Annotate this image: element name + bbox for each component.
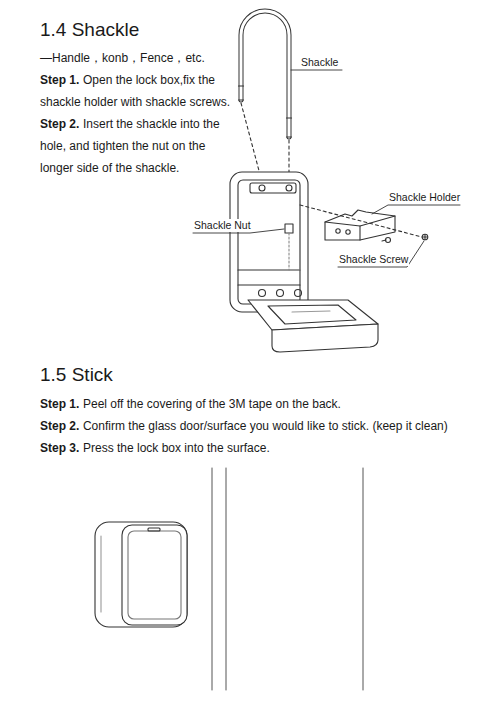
label-text: Peel off the covering of the 3M tape on … bbox=[83, 397, 341, 411]
label-text: —Handle，konb，Fence，etc. bbox=[40, 51, 205, 65]
label-text: Press the lock box into the surface. bbox=[83, 441, 270, 455]
text-line: Shackle Nut bbox=[194, 219, 251, 232]
text-line: —Handle，konb，Fence，etc. bbox=[40, 47, 236, 69]
shackle-holder-drawing bbox=[300, 205, 428, 243]
text-line: Shackle bbox=[301, 56, 338, 69]
text-line: 1.4 Shackle bbox=[40, 18, 240, 42]
step-number: Step 3. bbox=[40, 441, 79, 455]
label-text: 1.5 Stick bbox=[40, 364, 113, 385]
section-heading: 1.5 Stick bbox=[40, 363, 240, 387]
text-line: Shackle Holder bbox=[389, 191, 460, 204]
glass-door bbox=[212, 468, 363, 690]
step-number: Step 1. bbox=[40, 397, 79, 411]
text-line: Step 2. Confirm the glass door/surface yo… bbox=[40, 415, 485, 437]
label-text: Shackle Holder bbox=[389, 191, 460, 203]
instruction-text: Step 1. Peel off the covering of the 3M t… bbox=[40, 393, 485, 459]
part-label: Shackle Holder bbox=[388, 191, 461, 204]
step-number: Step 2. bbox=[40, 419, 79, 433]
text-line: Step 1.Open the lock box,fix the shackle… bbox=[40, 69, 236, 113]
label-text: Shackle Screw bbox=[339, 253, 408, 265]
text-line: Step 3. Press the lock box into the surfa… bbox=[40, 437, 485, 459]
part-label: Shackle Screw bbox=[338, 253, 409, 266]
part-label: Shackle Nut bbox=[193, 219, 252, 232]
instruction-text: —Handle，konb，Fence，etc. Step 1.Open the l… bbox=[40, 47, 236, 179]
text-line: Step 1. Peel off the covering of the 3M t… bbox=[40, 393, 485, 415]
part-label: Shackle bbox=[300, 56, 339, 69]
text-line: 1.5 Stick bbox=[40, 363, 240, 387]
text-line: Shackle Screw bbox=[339, 253, 408, 266]
step-number: Step 2. bbox=[40, 117, 79, 131]
text-line: Step 2.Insert the shackle into the hole,… bbox=[40, 113, 236, 179]
label-text: Confirm the glass door/surface you would… bbox=[83, 419, 448, 433]
label-text: 1.4 Shackle bbox=[40, 19, 139, 40]
step-number: Step 1. bbox=[40, 73, 79, 87]
leader-lines bbox=[193, 70, 460, 267]
label-text: Shackle bbox=[301, 56, 338, 68]
section-heading: 1.4 Shackle bbox=[40, 18, 240, 42]
lock-box-side-view bbox=[95, 522, 187, 627]
label-text: Shackle Nut bbox=[194, 219, 251, 231]
